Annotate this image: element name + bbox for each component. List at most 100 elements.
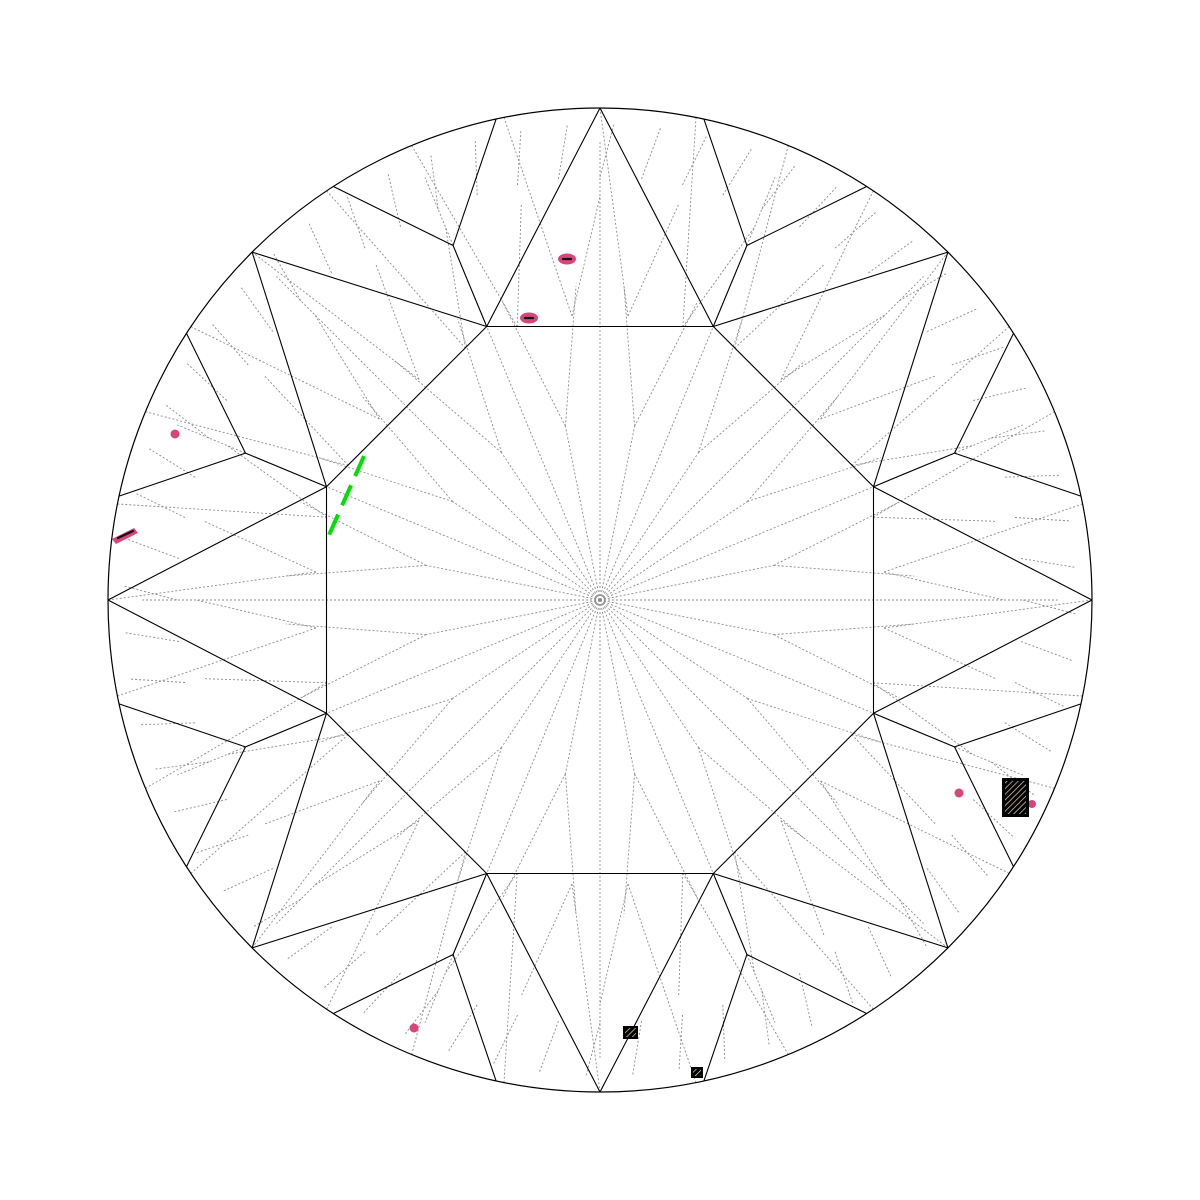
girdle-hatch-line <box>122 585 178 601</box>
star-facet-edge <box>486 873 601 1093</box>
kite-facet-edge <box>452 873 488 955</box>
pavilion-star-line <box>697 318 743 453</box>
pavilion-star-line <box>457 318 503 453</box>
pavilion-star-line <box>773 501 900 566</box>
upper-girdle-edge <box>746 954 867 1014</box>
upper-girdle-edge <box>746 186 867 246</box>
girdle-hatch-line <box>1020 641 1074 662</box>
pavilion-star-line <box>698 360 806 454</box>
star-facet-edge <box>251 251 487 328</box>
lower-girdle-line <box>734 851 874 1010</box>
girdle-hatch-line <box>172 799 227 813</box>
lower-girdle-line <box>227 734 349 755</box>
star-facet-edge <box>713 251 949 328</box>
pavilion-star-line <box>599 501 748 601</box>
pavilion-star-line <box>698 746 806 840</box>
pavilion-main-line <box>599 599 924 924</box>
star-facet-edge <box>713 872 949 949</box>
lower-girdle-line <box>872 411 1055 518</box>
lower-girdle-line <box>264 375 349 466</box>
extra-facet-icon <box>691 1067 703 1078</box>
girdle-hatch-line <box>123 632 179 642</box>
girdle-hatch-line <box>678 1014 683 1071</box>
girdle-hatch-line <box>403 990 439 1036</box>
girdle-hatch-line <box>239 286 274 332</box>
lower-girdle-line <box>196 599 317 629</box>
girdle-hatch-line <box>126 538 180 559</box>
pavilion-star-line <box>285 623 427 636</box>
pavilion-star-line <box>747 697 882 743</box>
pinpoint-icon <box>170 429 180 439</box>
lower-girdle-line <box>503 117 573 317</box>
girdle-hatch-line <box>761 164 797 210</box>
pavilion-star-line <box>300 501 427 566</box>
girdle-hatch-line <box>599 122 615 178</box>
upper-girdle-edge <box>333 186 454 246</box>
lower-girdle-line <box>107 571 317 601</box>
lower-girdle-line <box>571 883 601 1093</box>
girdle-hatch-line <box>834 210 878 249</box>
girdle-hatch-line <box>834 951 854 1005</box>
girdle-hatch-line <box>926 307 978 333</box>
upper-girdle-edge <box>186 333 246 454</box>
girdle-hatch-line <box>222 867 274 893</box>
pavilion-main-line <box>599 599 776 1023</box>
girdle-hatch-line <box>492 1014 518 1066</box>
pavilion-star-line <box>746 394 840 502</box>
pavilion-main-line <box>599 599 1023 776</box>
upper-girdle-edge <box>186 746 246 867</box>
pavilion-star-line <box>599 599 699 748</box>
kite-facet-edge <box>245 452 327 488</box>
pavilion-facet-lines <box>107 107 1093 1093</box>
girdle-hatch-line <box>1014 517 1071 522</box>
girdle-hatch-line <box>153 761 210 770</box>
girdle-hatch-line <box>139 722 196 726</box>
pavilion-star-line <box>360 698 454 806</box>
crystal-icon <box>112 528 138 544</box>
girdle-hatch-line <box>1004 722 1053 753</box>
lower-girdle-line <box>411 145 518 328</box>
lower-girdle-line <box>204 678 327 684</box>
girdle-hatch-line <box>1022 599 1078 615</box>
pinpoint-icon <box>1028 800 1036 808</box>
lower-girdle-line <box>599 107 629 317</box>
girdle-hatch-line <box>474 139 478 196</box>
star-facet-edge <box>873 486 1093 601</box>
pavilion-star-line <box>564 426 601 601</box>
girdle-hatch-line <box>322 951 366 990</box>
girdle-hatch-line <box>210 322 249 366</box>
girdle-hatch-line <box>362 972 401 1015</box>
lower-girdle-line <box>445 872 518 973</box>
lower-girdle-line <box>627 204 680 317</box>
girdle-hatch-line <box>387 172 401 227</box>
pavilion-star-line <box>501 452 601 601</box>
lower-girdle-line <box>872 682 973 755</box>
lower-girdle-line <box>780 820 949 949</box>
lower-girdle-line <box>264 780 380 825</box>
lower-girdle-line <box>190 326 380 420</box>
girdle-hatch-line <box>430 153 439 210</box>
lower-girdle-line <box>820 375 936 420</box>
lower-girdle-line <box>145 411 349 466</box>
upper-girdle-edge <box>954 746 1014 867</box>
girdle-hatch-line <box>868 239 914 274</box>
upper-girdle-edge <box>703 118 748 246</box>
lower-girdle-line <box>780 314 886 380</box>
lower-girdle-line <box>190 734 349 874</box>
lower-girdle-line <box>251 251 420 380</box>
girdle-hatch-line <box>973 387 1028 401</box>
pavilion-star-line <box>285 564 427 577</box>
pavilion-star-line <box>501 773 566 900</box>
girdle-hatch-line <box>722 1004 726 1061</box>
lower-girdle-line <box>503 873 518 1083</box>
lower-girdle-line <box>780 190 874 380</box>
crystal-icon <box>520 312 538 324</box>
girdle-hatch-line <box>307 222 333 274</box>
girdle-hatch-line <box>346 195 366 249</box>
lower-girdle-line <box>873 682 1083 697</box>
pavilion-star-line <box>773 634 900 699</box>
lower-girdle-line <box>678 873 684 996</box>
lower-girdle-line <box>375 851 466 936</box>
pavilion-star-line <box>426 599 601 636</box>
lower-girdle-line <box>117 503 327 518</box>
